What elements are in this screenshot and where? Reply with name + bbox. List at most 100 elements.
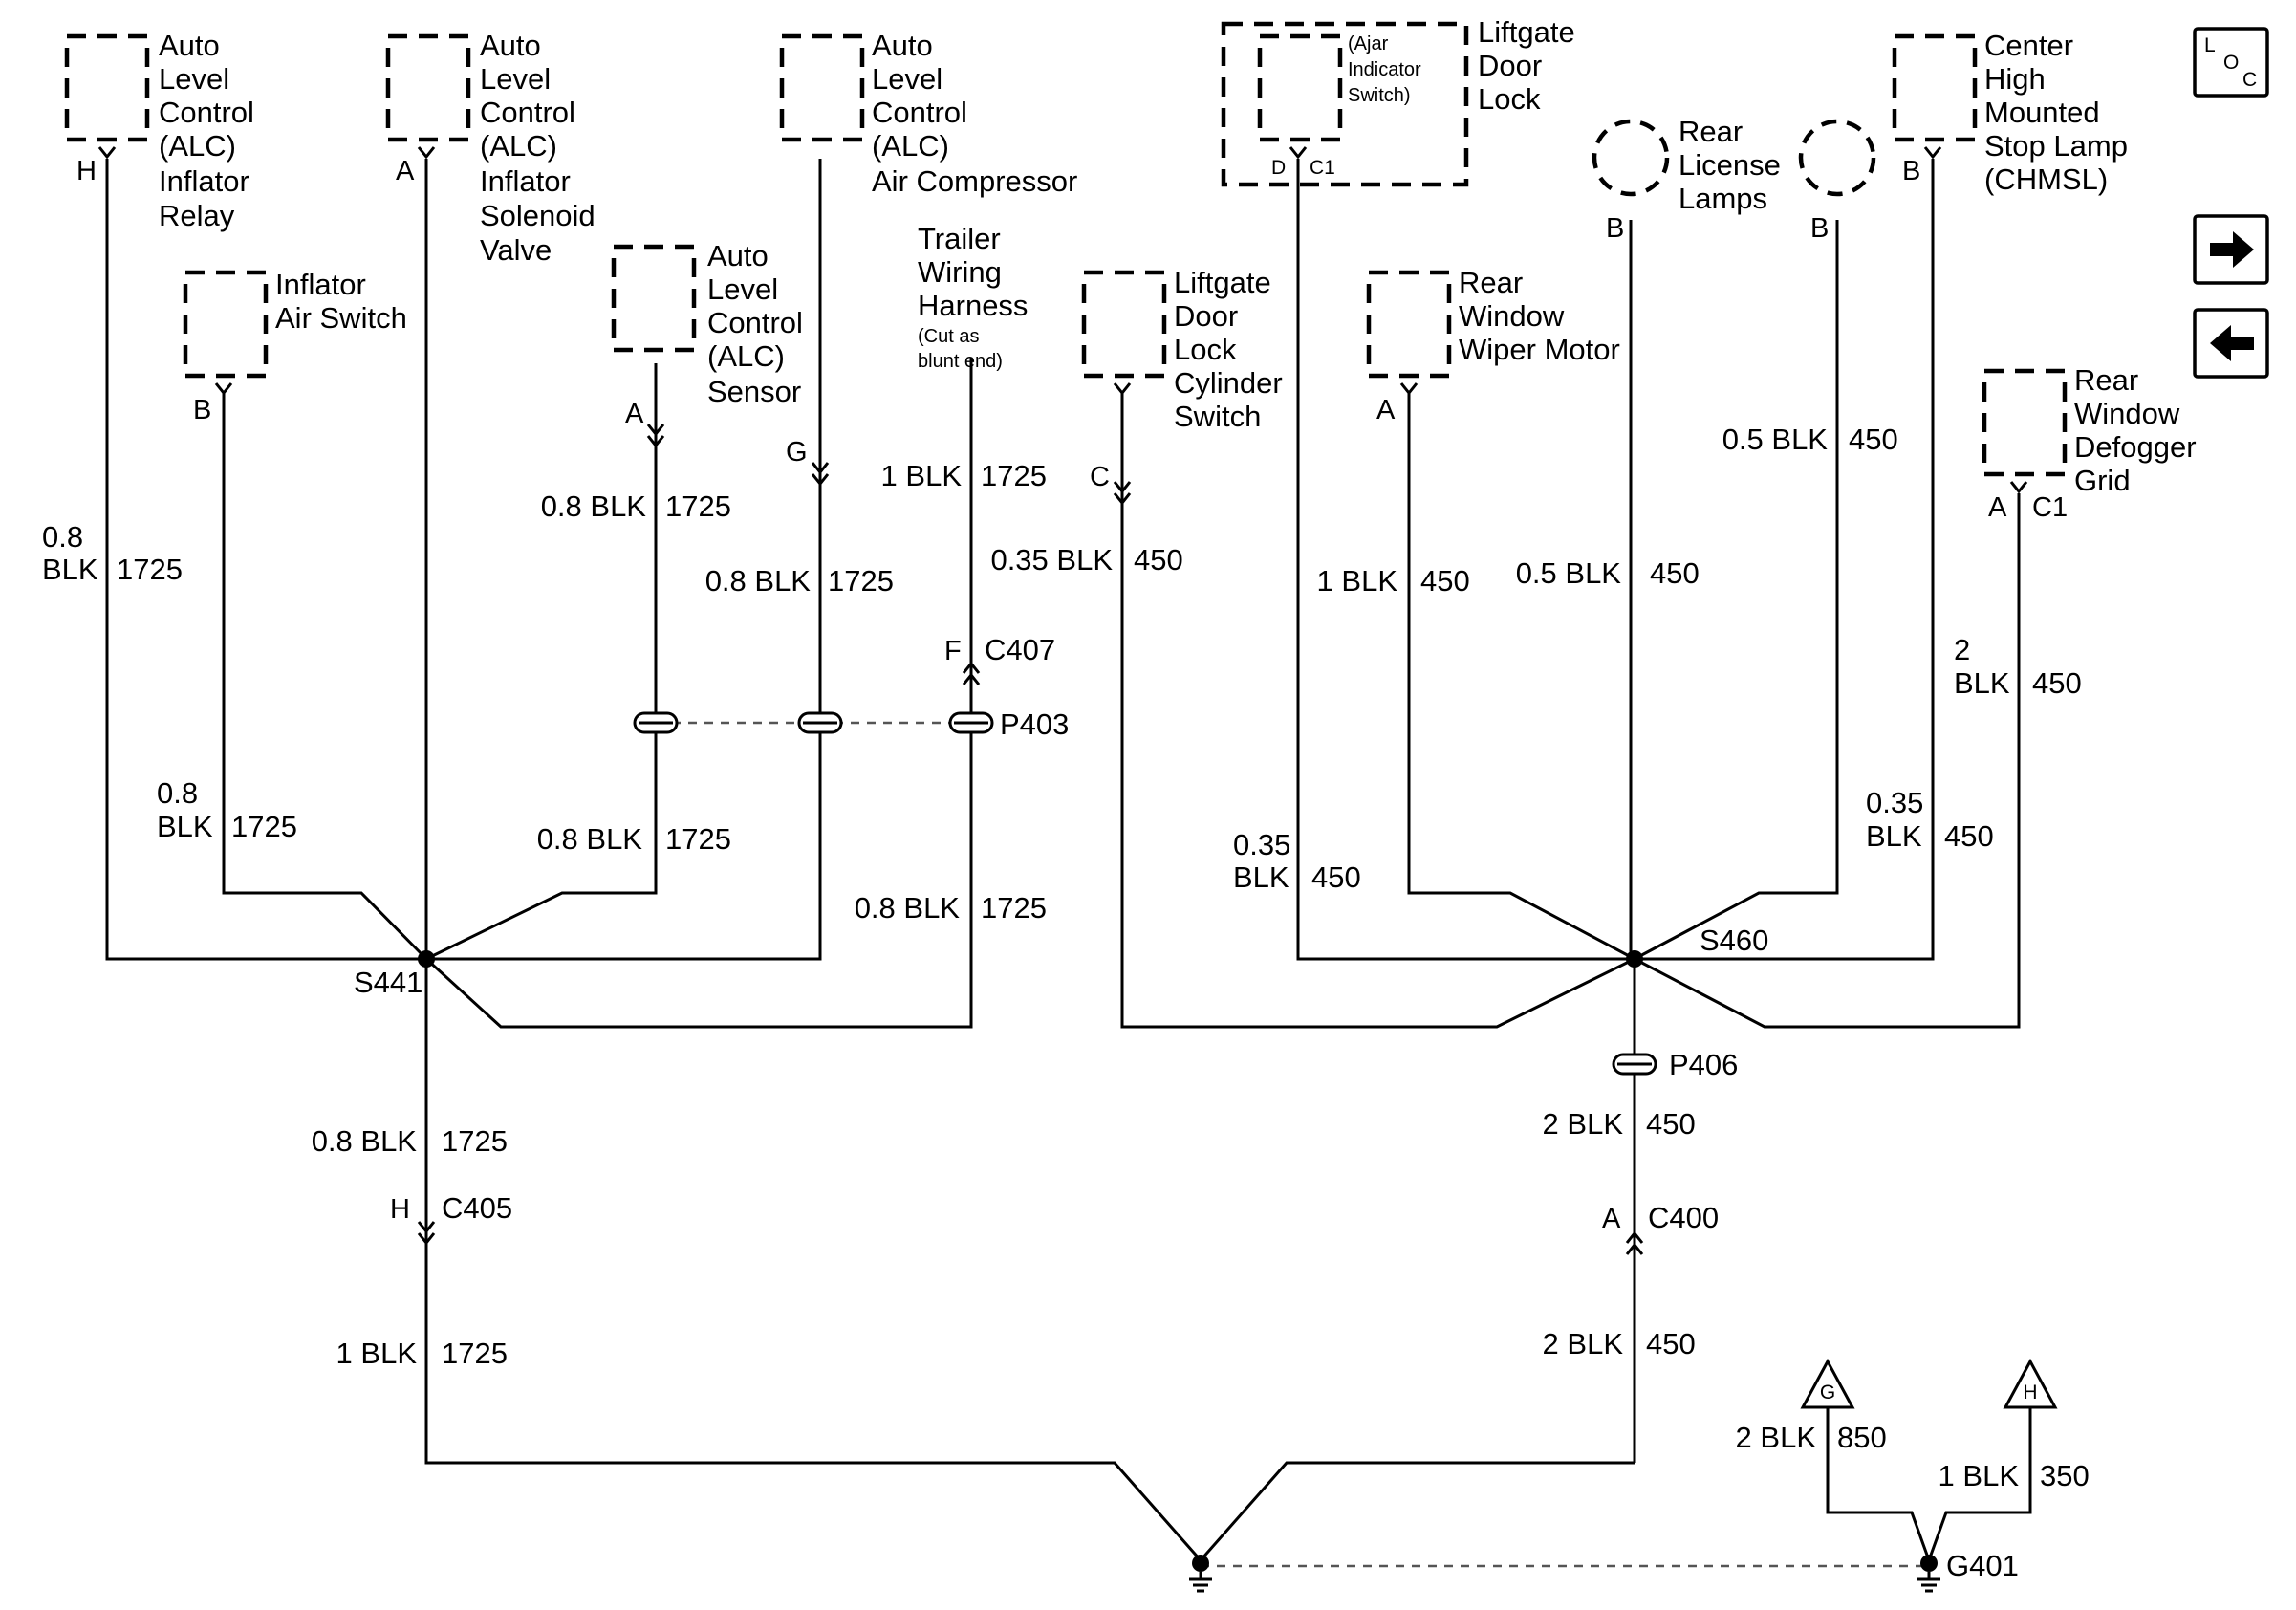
pin-c405: H — [390, 1194, 410, 1225]
pin-ajar-d: D — [1271, 157, 1286, 179]
wire-g-branch-circuit: 850 — [1837, 1421, 1887, 1454]
p406-grommet — [1612, 1053, 1657, 1076]
liftgate-lock-box — [1221, 21, 1469, 187]
pin-wiper: A — [1376, 395, 1396, 425]
wire-trailer-up-circuit: 1725 — [981, 459, 1047, 492]
switch-wire — [222, 393, 428, 961]
alc-sensor-label: Auto Level Control (ALC) Sensor — [707, 239, 812, 408]
cylinder-switch-label: Liftgate Door Lock Cylinder Switch — [1174, 266, 1290, 433]
s441-splice — [418, 950, 435, 968]
chmsl-box — [1892, 33, 1978, 142]
cylinder-pin-symbol — [1113, 382, 1132, 396]
wire-sensor-up-circuit: 1725 — [665, 490, 731, 523]
sensor-wire — [425, 363, 658, 961]
cylinder-inline-symbol-b — [1113, 492, 1132, 506]
defog-pin-symbol — [2009, 481, 2028, 494]
right-arrow-icon — [2210, 231, 2254, 268]
license-lamps-label: Rear License Lamps — [1679, 115, 1788, 215]
ajar-switch-box — [1257, 33, 1343, 142]
wire-ajar-size: 0.35 — [1233, 828, 1290, 861]
wire-g-branch: 2 BLK — [1736, 1421, 1817, 1454]
wiper-pin-symbol — [1399, 382, 1419, 396]
wires — [105, 159, 2032, 1568]
trailer-wire — [424, 358, 973, 1029]
pin-defog-a: A — [1988, 492, 2007, 523]
inflator-switch-label: Inflator Air Switch — [275, 268, 407, 335]
wire-trailer-mid-circuit: 450 — [1134, 543, 1183, 577]
ajar-wire — [1296, 159, 1635, 961]
sensor-pin-symbol-a — [646, 424, 665, 437]
c405-symbol-b — [417, 1232, 436, 1246]
liftgate-lock-label: Liftgate Door Lock — [1478, 15, 1583, 116]
wire-chmsl-circuit: 450 — [1944, 819, 1994, 853]
wire-compressor: 0.8 BLK — [705, 564, 812, 598]
ground-g401: G401 — [1946, 1549, 2019, 1582]
wire-wiper-circuit: 450 — [1420, 564, 1470, 598]
wire-c400-down-circuit: 450 — [1646, 1327, 1696, 1360]
alc-compressor-label: Auto Level Control (ALC) Air Compressor — [872, 29, 1077, 198]
relay-wire — [105, 159, 426, 961]
wire-sensor-low: 0.8 BLK — [537, 822, 643, 856]
wire-labels: 0.8 BLK 1725 0.8 BLK 1725 0.8 BLK 1725 0… — [42, 423, 2090, 1582]
pin-sensor: A — [625, 399, 644, 429]
cylinder-wire — [1120, 393, 1635, 1029]
license-lamp-right — [1798, 119, 1876, 197]
wire-defog-color: BLK — [1954, 666, 2010, 700]
ground-symbol-g401 — [1917, 1555, 1940, 1593]
pin-symbols — [97, 146, 2028, 1255]
connector-p406: P406 — [1669, 1048, 1738, 1081]
offpage-h-triangle[interactable] — [2003, 1358, 2058, 1409]
connector-c407: C407 — [985, 633, 1055, 666]
wire-p406-down: 2 BLK — [1543, 1107, 1624, 1141]
alc-relay-label: Auto Level Control (ALC) Inflator Relay — [159, 29, 263, 232]
relay-pin-symbol — [97, 146, 117, 160]
offpage-g-label: G — [1820, 1382, 1835, 1403]
compressor-pin-symbol-a — [811, 462, 830, 475]
alc-valve-label: Auto Level Control (ALC) Inflator Soleno… — [480, 29, 603, 267]
loc-letter-o: O — [2223, 52, 2239, 74]
valve-pin-symbol — [417, 146, 436, 160]
wire-c405-down-circuit: 1725 — [442, 1337, 508, 1370]
wire-s441-down: 0.8 BLK — [312, 1124, 418, 1158]
wire-c400-down: 2 BLK — [1543, 1327, 1624, 1360]
alc-relay-box — [64, 33, 150, 142]
c400-symbol-a — [1625, 1230, 1644, 1244]
ajar-pin-symbol — [1289, 146, 1308, 160]
pin-lamp-right: B — [1810, 213, 1829, 244]
forward-button[interactable] — [2193, 214, 2269, 285]
alc-compressor-box — [779, 33, 865, 142]
p403-trailer-grommet — [948, 711, 994, 734]
defogger-grid-label: Rear Window Defogger Grid — [2074, 363, 2204, 497]
wire-switch-circuit: 1725 — [231, 810, 297, 843]
wire-lamp-right: 0.5 BLK — [1722, 423, 1829, 456]
connector-c405: C405 — [442, 1191, 512, 1225]
wire-sensor-up: 0.8 BLK — [541, 490, 647, 523]
pin-defog-c1: C1 — [2032, 492, 2068, 523]
wire-lamp-left: 0.5 BLK — [1516, 556, 1622, 590]
alc-valve-box — [385, 33, 471, 142]
h-branch-wire — [1927, 1407, 2032, 1561]
license-lamp-left — [1592, 119, 1670, 197]
wire-c405-down: 1 BLK — [336, 1337, 418, 1370]
trailer-note-label: (Cut as blunt end) — [918, 326, 1003, 372]
wire-h-branch: 1 BLK — [1939, 1459, 2020, 1492]
wire-lamp-left-circuit: 450 — [1650, 556, 1700, 590]
loc-button[interactable]: L O C — [2193, 27, 2269, 98]
offpage-g-triangle[interactable] — [1800, 1358, 1855, 1409]
wire-ajar-circuit: 450 — [1311, 860, 1361, 894]
wire-relay-size: 0.8 — [42, 520, 83, 554]
defog-wire — [1634, 493, 2021, 1029]
back-button[interactable] — [2193, 308, 2269, 379]
loc-letter-l: L — [2204, 34, 2216, 56]
wire-wiper: 1 BLK — [1317, 564, 1398, 598]
wire-trailer-mid: 0.35 BLK — [990, 543, 1113, 577]
c407-symbol-b — [962, 672, 981, 685]
cylinder-switch-box — [1081, 270, 1167, 379]
wiper-motor-label: Rear Window Wiper Motor — [1459, 266, 1620, 366]
pin-compressor: G — [786, 437, 808, 468]
chmsl-wire — [1635, 159, 1935, 961]
valve-wire — [424, 159, 1635, 1563]
pin-lamp-left: B — [1606, 213, 1624, 244]
wire-chmsl-size: 0.35 — [1866, 786, 1923, 819]
